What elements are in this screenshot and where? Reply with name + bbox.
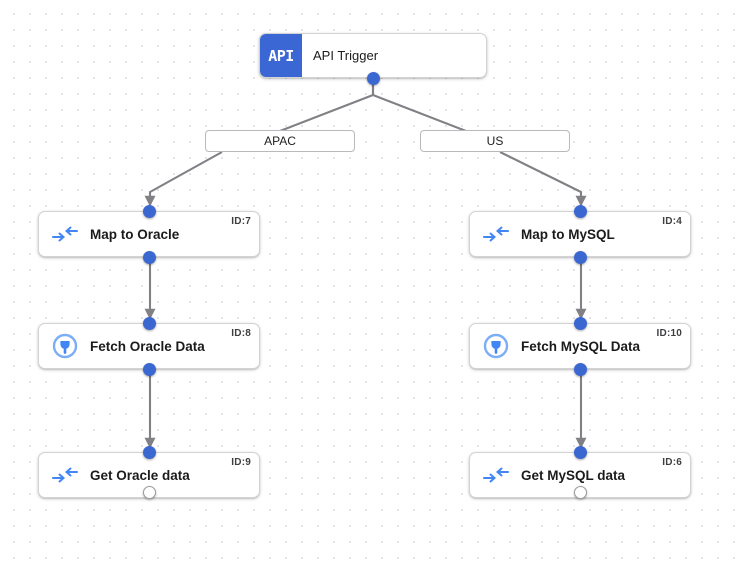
map-transform-icon: [50, 462, 80, 488]
port-output-map-to-mysql[interactable]: [574, 251, 587, 264]
node-id-map-to-oracle: ID:7: [231, 216, 251, 227]
port-output-fetch-mysql-data[interactable]: [574, 363, 587, 376]
edge-trigger-to-apac: [279, 78, 375, 132]
map-transform-icon: [481, 462, 511, 488]
node-api-trigger[interactable]: API API Trigger: [259, 33, 487, 78]
map-transform-icon: [50, 221, 80, 247]
edge-us-to-map-mysql: [499, 151, 587, 207]
port-input-fetch-mysql-data[interactable]: [574, 317, 587, 330]
port-input-map-to-mysql[interactable]: [574, 205, 587, 218]
node-title-map-to-oracle: Map to Oracle: [90, 226, 180, 242]
port-output-api-trigger[interactable]: [367, 72, 380, 85]
port-output-get-oracle-data[interactable]: [143, 486, 156, 499]
port-output-map-to-oracle[interactable]: [143, 251, 156, 264]
map-transform-icon: [481, 221, 511, 247]
branch-label-apac[interactable]: APAC: [205, 130, 355, 152]
node-title-api-trigger: API Trigger: [313, 48, 379, 63]
port-input-fetch-oracle-data[interactable]: [143, 317, 156, 330]
port-output-get-mysql-data[interactable]: [574, 486, 587, 499]
node-id-get-mysql-data: ID:6: [662, 457, 682, 468]
api-icon: API: [260, 34, 302, 77]
node-id-fetch-mysql-data: ID:10: [656, 328, 682, 339]
connector-plug-icon: [50, 333, 80, 359]
port-input-get-mysql-data[interactable]: [574, 446, 587, 459]
branch-label-us[interactable]: US: [420, 130, 570, 152]
connector-plug-icon: [481, 333, 511, 359]
node-id-get-oracle-data: ID:9: [231, 457, 251, 468]
node-title-get-oracle-data: Get Oracle data: [90, 467, 190, 483]
port-input-get-oracle-data[interactable]: [143, 446, 156, 459]
node-id-fetch-oracle-data: ID:8: [231, 328, 251, 339]
edge-trigger-to-us: [371, 78, 467, 132]
node-title-map-to-mysql: Map to MySQL: [521, 226, 615, 242]
port-input-map-to-oracle[interactable]: [143, 205, 156, 218]
node-map-to-mysql[interactable]: Map to MySQL ID:4: [469, 211, 691, 257]
node-title-fetch-oracle-data: Fetch Oracle Data: [90, 338, 205, 354]
port-output-fetch-oracle-data[interactable]: [143, 363, 156, 376]
node-title-fetch-mysql-data: Fetch MySQL Data: [521, 338, 641, 354]
node-title-get-mysql-data: Get MySQL data: [521, 467, 626, 483]
node-id-map-to-mysql: ID:4: [662, 216, 682, 227]
edge-apac-to-map-oracle: [144, 151, 223, 207]
node-fetch-oracle-data[interactable]: Fetch Oracle Data ID:8: [38, 323, 260, 369]
